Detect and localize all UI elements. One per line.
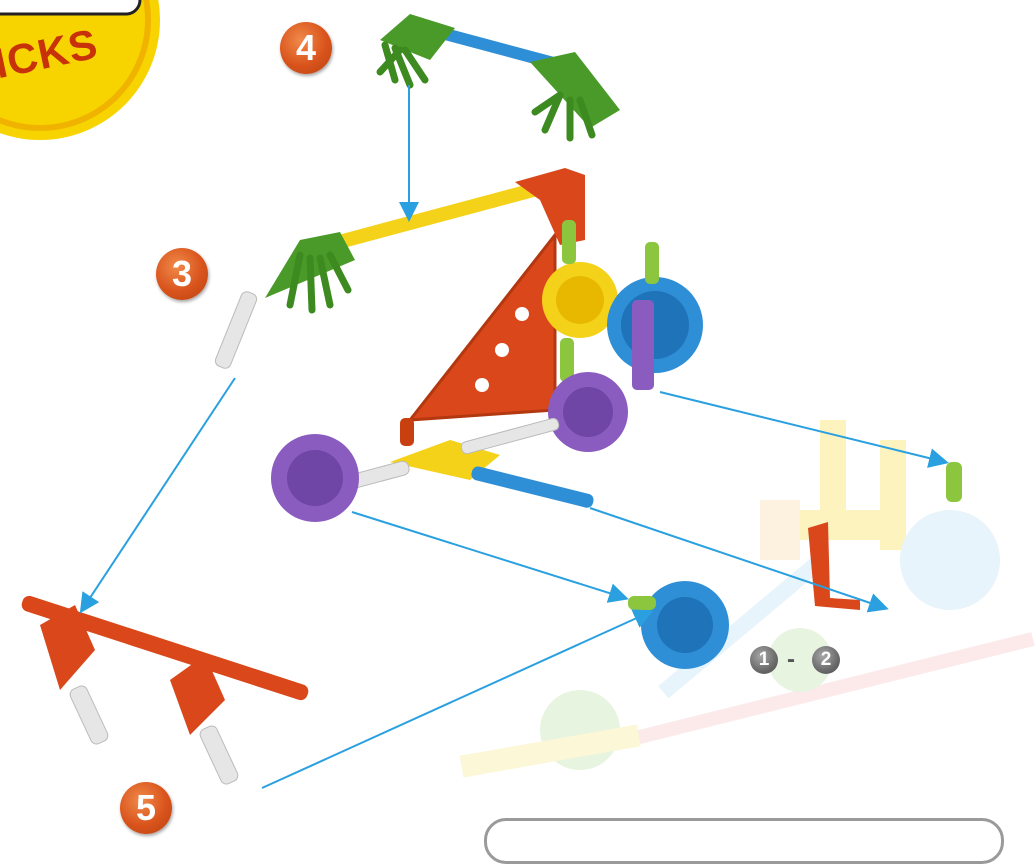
step4-parts [380,14,620,138]
blue-rod-bottom [470,465,595,509]
orange-triangle-panel [410,235,555,420]
step-badge-3: 3 [156,248,208,300]
green-connector-main [265,232,355,310]
arrow-icon [660,392,945,462]
step5-parts [20,594,310,786]
step-badge-5: 5 [120,782,172,834]
main-model [214,168,703,522]
arrow-icon [352,512,625,598]
lime-peg-target [946,462,962,502]
purple-gear-center [548,372,628,452]
green-connector-left [380,14,455,85]
yellow-rod [337,181,543,249]
sub-step-badge-1: 1 [750,646,778,674]
step-badge-4: 4 [280,22,332,74]
step-number: 3 [156,248,208,300]
white-rod-left [214,290,259,370]
yellow-gear [542,262,618,338]
purple-gear-left [271,434,359,522]
blue-gear-target [628,581,729,669]
step-number: 5 [120,782,172,834]
blue-gear [607,242,703,390]
arrow-icon [82,378,235,610]
green-connector-right [530,52,620,138]
step-number: 4 [280,22,332,74]
sub-step-badge-2: 2 [812,646,840,674]
assembly-diagram [0,0,1036,841]
bottom-info-box [484,818,1004,864]
sub-step-separator: - [787,646,795,674]
